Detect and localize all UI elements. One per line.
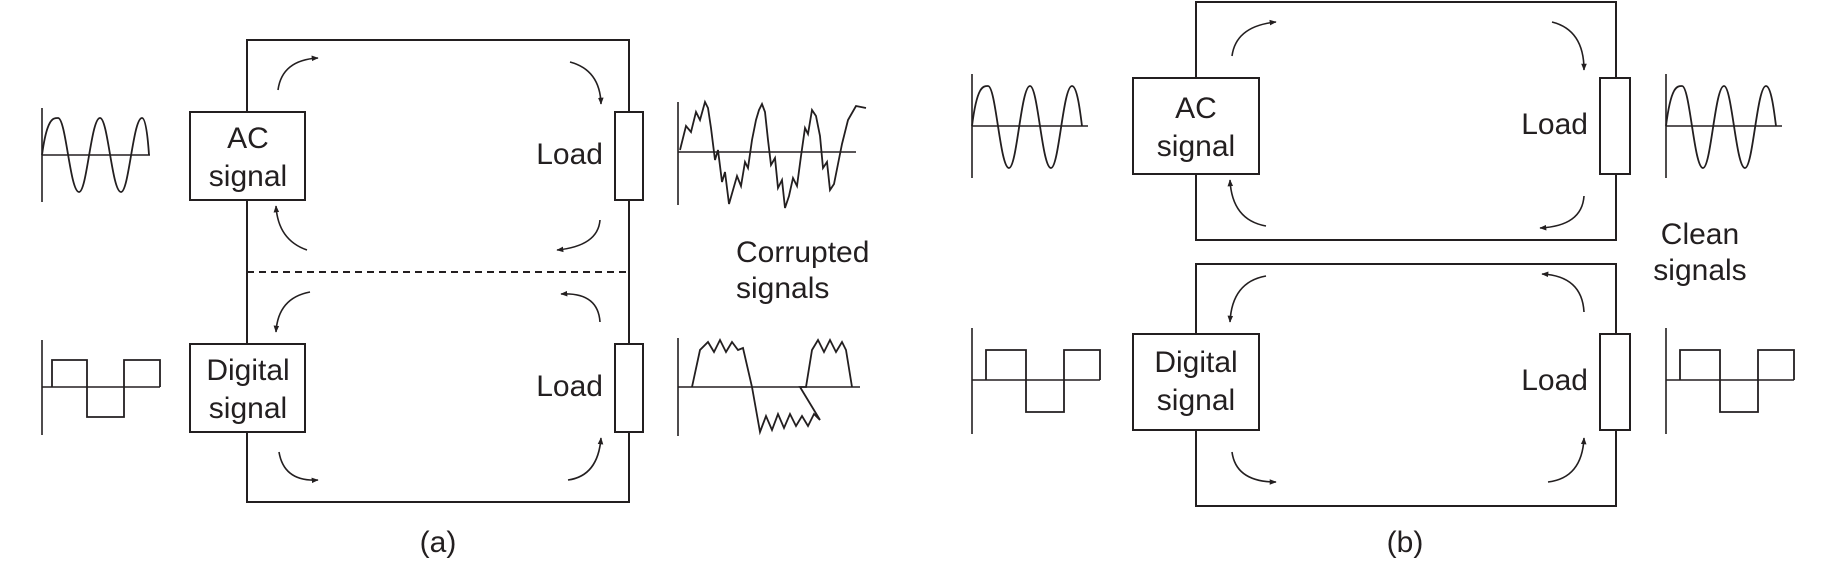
- panel-a-load-bottom-label: Load: [536, 370, 603, 403]
- panel-a: AC signal Digital signal Load Load: [41, 39, 869, 559]
- panel-a-arrow-top-left: [277, 55, 319, 91]
- panel-b-digital-label-2: signal: [1157, 384, 1235, 417]
- panel-b-caption: (b): [1387, 526, 1424, 559]
- panel-b-digital-input-waveform: [971, 328, 1101, 434]
- panel-b-digital-label-1: Digital: [1154, 346, 1237, 379]
- panel-a-load-top-resistor: [614, 111, 644, 201]
- panel-a-ac-label-1: AC: [227, 122, 269, 155]
- panel-b-arrow-top-left: [1231, 19, 1277, 57]
- panel-a-digital-source: Digital signal: [189, 343, 306, 433]
- panel-b-ac-input-waveform: [971, 74, 1088, 178]
- panel-b: AC signal Digital signal Load Load: [971, 1, 1795, 559]
- panel-a-caption: (a): [420, 526, 457, 559]
- panel-a-arrow-bottom-into-load: [567, 437, 604, 481]
- panel-a-arrow-bottom-right: [560, 290, 601, 323]
- panel-a-load-top-label: Load: [536, 138, 603, 171]
- panel-b-arrow-top-return: [1539, 195, 1585, 231]
- panel-b-load-top-resistor: [1599, 77, 1631, 175]
- panel-a-load-bottom-resistor: [614, 343, 644, 433]
- panel-a-ac-source: AC signal: [189, 111, 306, 201]
- panel-a-arrow-bottom-left: [273, 291, 311, 333]
- panel-a-corrupted-digital-output: [677, 337, 860, 436]
- panel-a-arrow-top-return: [556, 219, 601, 253]
- panel-b-arrow-bottom-right: [1541, 271, 1585, 313]
- panel-b-arrow-top-right: [1551, 21, 1587, 71]
- panel-b-note-line-1: Clean: [1661, 218, 1739, 251]
- panel-b-digital-source: Digital signal: [1132, 333, 1260, 431]
- panel-a-ac-label-2: signal: [209, 160, 287, 193]
- panel-b-arrow-bottom-left: [1227, 275, 1267, 323]
- panel-a-ac-input-waveform: [41, 108, 150, 202]
- panel-a-digital-input-waveform: [41, 340, 161, 435]
- panel-a-arrow-bottom-out: [278, 451, 319, 484]
- panel-a-corrupted-ac-output: [677, 99, 867, 209]
- panel-a-note-line-1: Corrupted: [736, 236, 869, 269]
- panel-a-digital-label-1: Digital: [206, 354, 289, 387]
- panel-a-note-line-2: signals: [736, 272, 829, 305]
- panel-b-arrow-bottom-out: [1231, 451, 1277, 485]
- panel-b-arrow-bottom-into-load: [1547, 437, 1587, 483]
- panel-b-clean-ac-output: [1665, 74, 1782, 178]
- panel-b-ac-source: AC signal: [1132, 77, 1260, 175]
- panel-a-arrow-top-right: [569, 61, 604, 105]
- panel-a-digital-label-2: signal: [209, 392, 287, 425]
- panel-b-note-line-2: signals: [1653, 254, 1746, 287]
- panel-b-load-bottom-resistor: [1599, 333, 1631, 431]
- panel-b-load-top-label: Load: [1521, 108, 1588, 141]
- panel-b-clean-digital-output: [1665, 328, 1795, 434]
- panel-b-ac-label-1: AC: [1175, 92, 1217, 125]
- panel-b-ac-label-2: signal: [1157, 130, 1235, 163]
- panel-a-arrow-top-source-return: [273, 205, 308, 251]
- panel-b-load-bottom-label: Load: [1521, 364, 1588, 397]
- panel-b-arrow-top-source-return: [1227, 179, 1267, 227]
